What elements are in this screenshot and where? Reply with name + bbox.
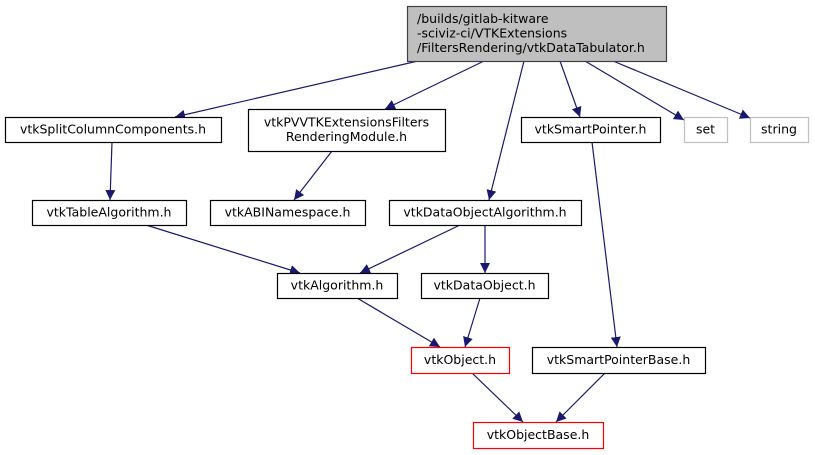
node-box	[276, 272, 399, 300]
node-set: set	[683, 116, 729, 144]
node-vtkObject[interactable]: vtkObject.h	[410, 346, 511, 375]
node-vtkTableAlgorithm[interactable]: vtkTableAlgorithm.h	[31, 199, 188, 227]
node-label: vtkObject.h	[424, 352, 496, 367]
node-vtkPVVTKExtensionsFiltersRenderingModule[interactable]: vtkPVVTKExtensionsFiltersRenderingModule…	[247, 108, 447, 153]
node-vtkAlgorithm[interactable]: vtkAlgorithm.h	[276, 272, 399, 300]
node-vtkSmartPointerBase[interactable]: vtkSmartPointerBase.h	[531, 346, 707, 375]
node-vtkSmartPointer[interactable]: vtkSmartPointer.h	[520, 116, 662, 144]
node-vtkSplitColumnComponents[interactable]: vtkSplitColumnComponents.h	[4, 116, 223, 144]
edge-root-to-set	[584, 60, 685, 121]
node-box	[531, 346, 707, 375]
node-box	[749, 116, 810, 144]
node-label: vtkObjectBase.h	[487, 427, 590, 442]
node-box	[209, 199, 367, 227]
node-label: -sciviz-ci/VTKExtensions	[417, 25, 567, 40]
node-box	[683, 116, 729, 144]
node-label: vtkPVVTKExtensionsFilters	[264, 115, 429, 130]
node-box	[472, 421, 605, 450]
edge-root-to-vtkSmartPointer	[559, 60, 582, 118]
node-box	[388, 199, 583, 227]
node-label: vtkABINamespace.h	[225, 204, 351, 219]
edge-root-to-string	[612, 60, 751, 119]
node-vtkDataObject[interactable]: vtkDataObject.h	[420, 272, 550, 300]
edge-vtkSplitColumnComponents-to-vtkTableAlgorithm	[105, 141, 116, 201]
node-box	[406, 5, 668, 63]
node-vtkDataObjectAlgorithm[interactable]: vtkDataObjectAlgorithm.h	[388, 199, 583, 227]
node-label: RenderingModule.h	[286, 129, 407, 144]
node-box	[410, 346, 511, 375]
node-box	[4, 116, 223, 144]
edge-vtkDataObjectAlgorithm-to-vtkAlgorithm	[359, 224, 461, 274]
node-label: vtkTableAlgorithm.h	[47, 204, 172, 219]
node-box	[247, 108, 447, 153]
node-label: string	[761, 121, 797, 136]
node-label: vtkDataObject.h	[434, 277, 536, 292]
edge-root-to-vtkSplitColumnComponents	[174, 60, 419, 120]
node-label: set	[696, 121, 715, 136]
node-box	[31, 199, 188, 227]
edges-layer	[105, 60, 751, 423]
node-string: string	[749, 116, 810, 144]
edge-vtkDataObject-to-vtkObject	[463, 297, 481, 348]
edge-root-to-vtkPVVTKExtensionsFiltersRenderingModule	[384, 60, 485, 110]
edge-vtkPVVTKExtensionsFiltersRenderingModule-to-vtkABINamespace	[293, 150, 333, 201]
edge-vtkObject-to-vtkObjectBase	[471, 372, 524, 423]
node-label: vtkAlgorithm.h	[291, 277, 384, 292]
node-label: /FiltersRendering/vtkDataTabulator.h	[417, 40, 645, 55]
node-box	[420, 272, 550, 300]
node-label: vtkSplitColumnComponents.h	[20, 121, 206, 136]
node-label: /builds/gitlab-kitware	[417, 11, 549, 26]
edge-vtkSmartPointer-to-vtkSmartPointerBase	[591, 141, 621, 348]
node-vtkABINamespace[interactable]: vtkABINamespace.h	[209, 199, 367, 227]
node-label: vtkSmartPointerBase.h	[547, 352, 691, 367]
nodes-layer: /builds/gitlab-kitware-sciviz-ci/VTKExte…	[4, 5, 810, 450]
node-box	[520, 116, 662, 144]
node-root[interactable]: /builds/gitlab-kitware-sciviz-ci/VTKExte…	[406, 5, 668, 63]
node-label: vtkSmartPointer.h	[535, 121, 647, 136]
edge-vtkTableAlgorithm-to-vtkAlgorithm	[145, 224, 301, 275]
edge-vtkSmartPointerBase-to-vtkObjectBase	[555, 372, 606, 423]
edge-root-to-vtkDataObjectAlgorithm	[486, 60, 525, 201]
node-label: vtkDataObjectAlgorithm.h	[403, 204, 566, 219]
edge-vtkAlgorithm-to-vtkObject	[356, 297, 441, 348]
node-vtkObjectBase[interactable]: vtkObjectBase.h	[472, 421, 605, 450]
